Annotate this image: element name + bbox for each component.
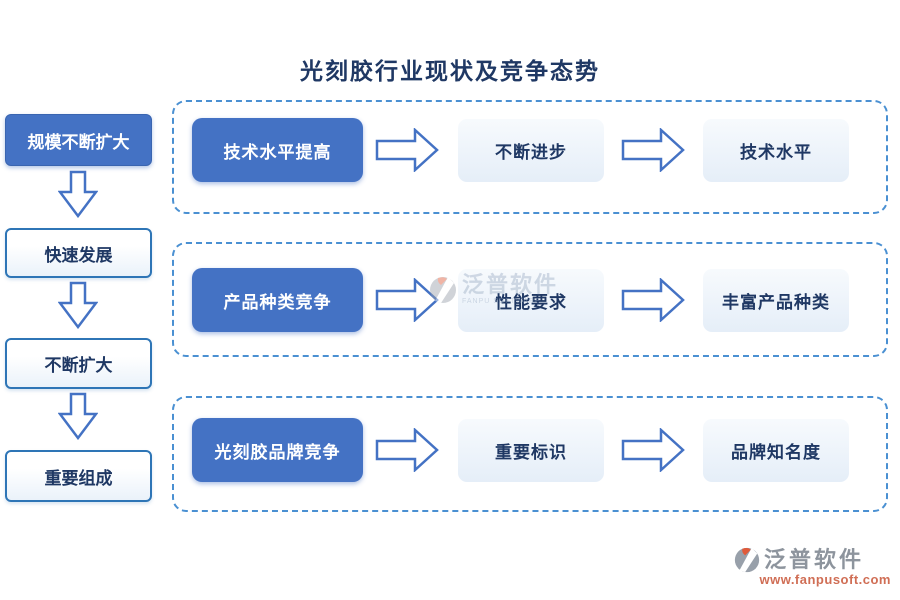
row2-result-box: 丰富产品种类 bbox=[703, 269, 849, 332]
right-arrow-icon bbox=[621, 278, 685, 322]
left-flow-box-2: 快速发展 bbox=[5, 228, 152, 278]
down-arrow-icon bbox=[58, 170, 98, 218]
right-arrow-icon bbox=[621, 128, 685, 172]
right-arrow-icon bbox=[621, 428, 685, 472]
down-arrow-icon bbox=[58, 392, 98, 440]
row2-middle-box: 性能要求 bbox=[458, 269, 604, 332]
fanpu-logo-icon bbox=[734, 547, 760, 573]
row3-source-box: 光刻胶品牌竞争 bbox=[192, 418, 363, 482]
row-group-1 bbox=[172, 100, 888, 214]
right-arrow-icon bbox=[375, 428, 439, 472]
left-flow-box-4: 重要组成 bbox=[5, 450, 152, 502]
row1-result-box: 技术水平 bbox=[703, 119, 849, 182]
row1-source-box: 技术水平提高 bbox=[192, 118, 363, 182]
footer-brand-name: 泛普软件 bbox=[764, 547, 865, 572]
right-arrow-icon bbox=[375, 128, 439, 172]
row-group-2 bbox=[172, 242, 888, 357]
left-flow-box-3: 不断扩大 bbox=[5, 338, 152, 389]
footer-brand-row: 泛普软件 bbox=[733, 546, 891, 574]
row1-middle-box: 不断进步 bbox=[458, 119, 604, 182]
row3-middle-box: 重要标识 bbox=[458, 419, 604, 482]
footer-brand: 泛普软件 www.fanpusoft.com bbox=[733, 546, 891, 587]
down-arrow-icon bbox=[58, 281, 98, 329]
row-group-3 bbox=[172, 396, 888, 512]
row2-source-box: 产品种类竞争 bbox=[192, 268, 363, 332]
left-flow-box-1: 规模不断扩大 bbox=[5, 114, 152, 166]
right-arrow-icon bbox=[375, 278, 439, 322]
footer-brand-url: www.fanpusoft.com bbox=[759, 572, 891, 587]
page-title: 光刻胶行业现状及竞争态势 bbox=[300, 59, 600, 84]
row3-result-box: 品牌知名度 bbox=[703, 419, 849, 482]
